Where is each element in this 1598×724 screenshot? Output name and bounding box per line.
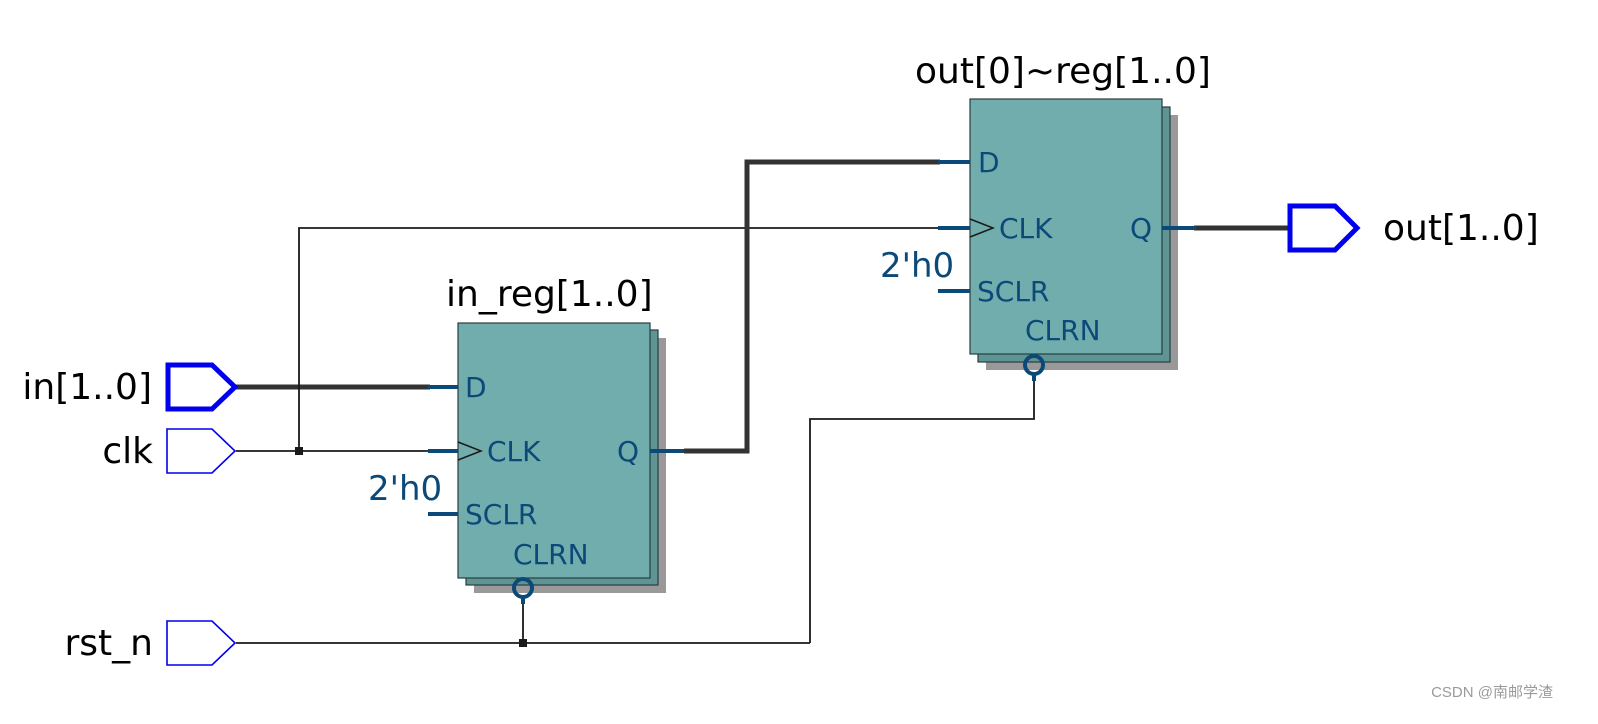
port-in-symbol (165, 362, 239, 412)
register-out-reg[interactable]: out[0]~reg[1..0] D CLK SCLR CLRN Q 2'h0 (880, 51, 1211, 381)
in-reg-pin-d: D (465, 371, 487, 404)
register-in-reg[interactable]: in_reg[1..0] D CLK SCLR CLRN Q 2'h0 (368, 274, 684, 604)
in-reg-pin-clrn: CLRN (513, 538, 589, 571)
wire-inreg-q-to-outreg-d (684, 159, 940, 454)
in-reg-body (457, 322, 651, 579)
in-reg-pin-sclr: SCLR (465, 498, 537, 531)
in-reg-sclr-const: 2'h0 (368, 469, 442, 509)
clk-junction (295, 447, 303, 455)
in-reg-pin-q: Q (617, 435, 639, 468)
out-reg-pin-clrn: CLRN (1025, 314, 1101, 347)
port-out[interactable]: out[1..0] (1287, 203, 1539, 253)
port-clk-label: clk (102, 431, 153, 472)
port-in[interactable]: in[1..0] (22, 362, 239, 412)
out-reg-pin-q: Q (1130, 212, 1152, 245)
out-reg-sclr-const: 2'h0 (880, 246, 954, 286)
port-rst-n-symbol (166, 620, 237, 666)
wire-rst-to-outreg-clrn (809, 376, 1035, 643)
out-reg-name: out[0]~reg[1..0] (915, 51, 1211, 92)
out-reg-body (969, 98, 1163, 355)
out-reg-pin-clk: CLK (999, 212, 1053, 245)
port-rst-n-label: rst_n (65, 623, 154, 664)
watermark: CSDN @南邮学渣 (1431, 684, 1553, 701)
in-reg-clk-triangle (457, 441, 484, 461)
port-in-label: in[1..0] (22, 367, 152, 408)
out-reg-pin-sclr: SCLR (977, 275, 1049, 308)
out-reg-clk-triangle (969, 218, 996, 238)
port-rst-n[interactable]: rst_n (65, 620, 237, 666)
port-clk-symbol (166, 428, 237, 474)
port-out-symbol (1287, 203, 1361, 253)
wire-clk-branch (298, 227, 940, 451)
in-reg-name: in_reg[1..0] (446, 274, 653, 315)
out-reg-pin-d: D (978, 146, 1000, 179)
rst-junction (519, 639, 527, 647)
port-out-label: out[1..0] (1383, 208, 1539, 249)
in-reg-pin-clk: CLK (487, 435, 541, 468)
port-clk[interactable]: clk (102, 428, 237, 474)
